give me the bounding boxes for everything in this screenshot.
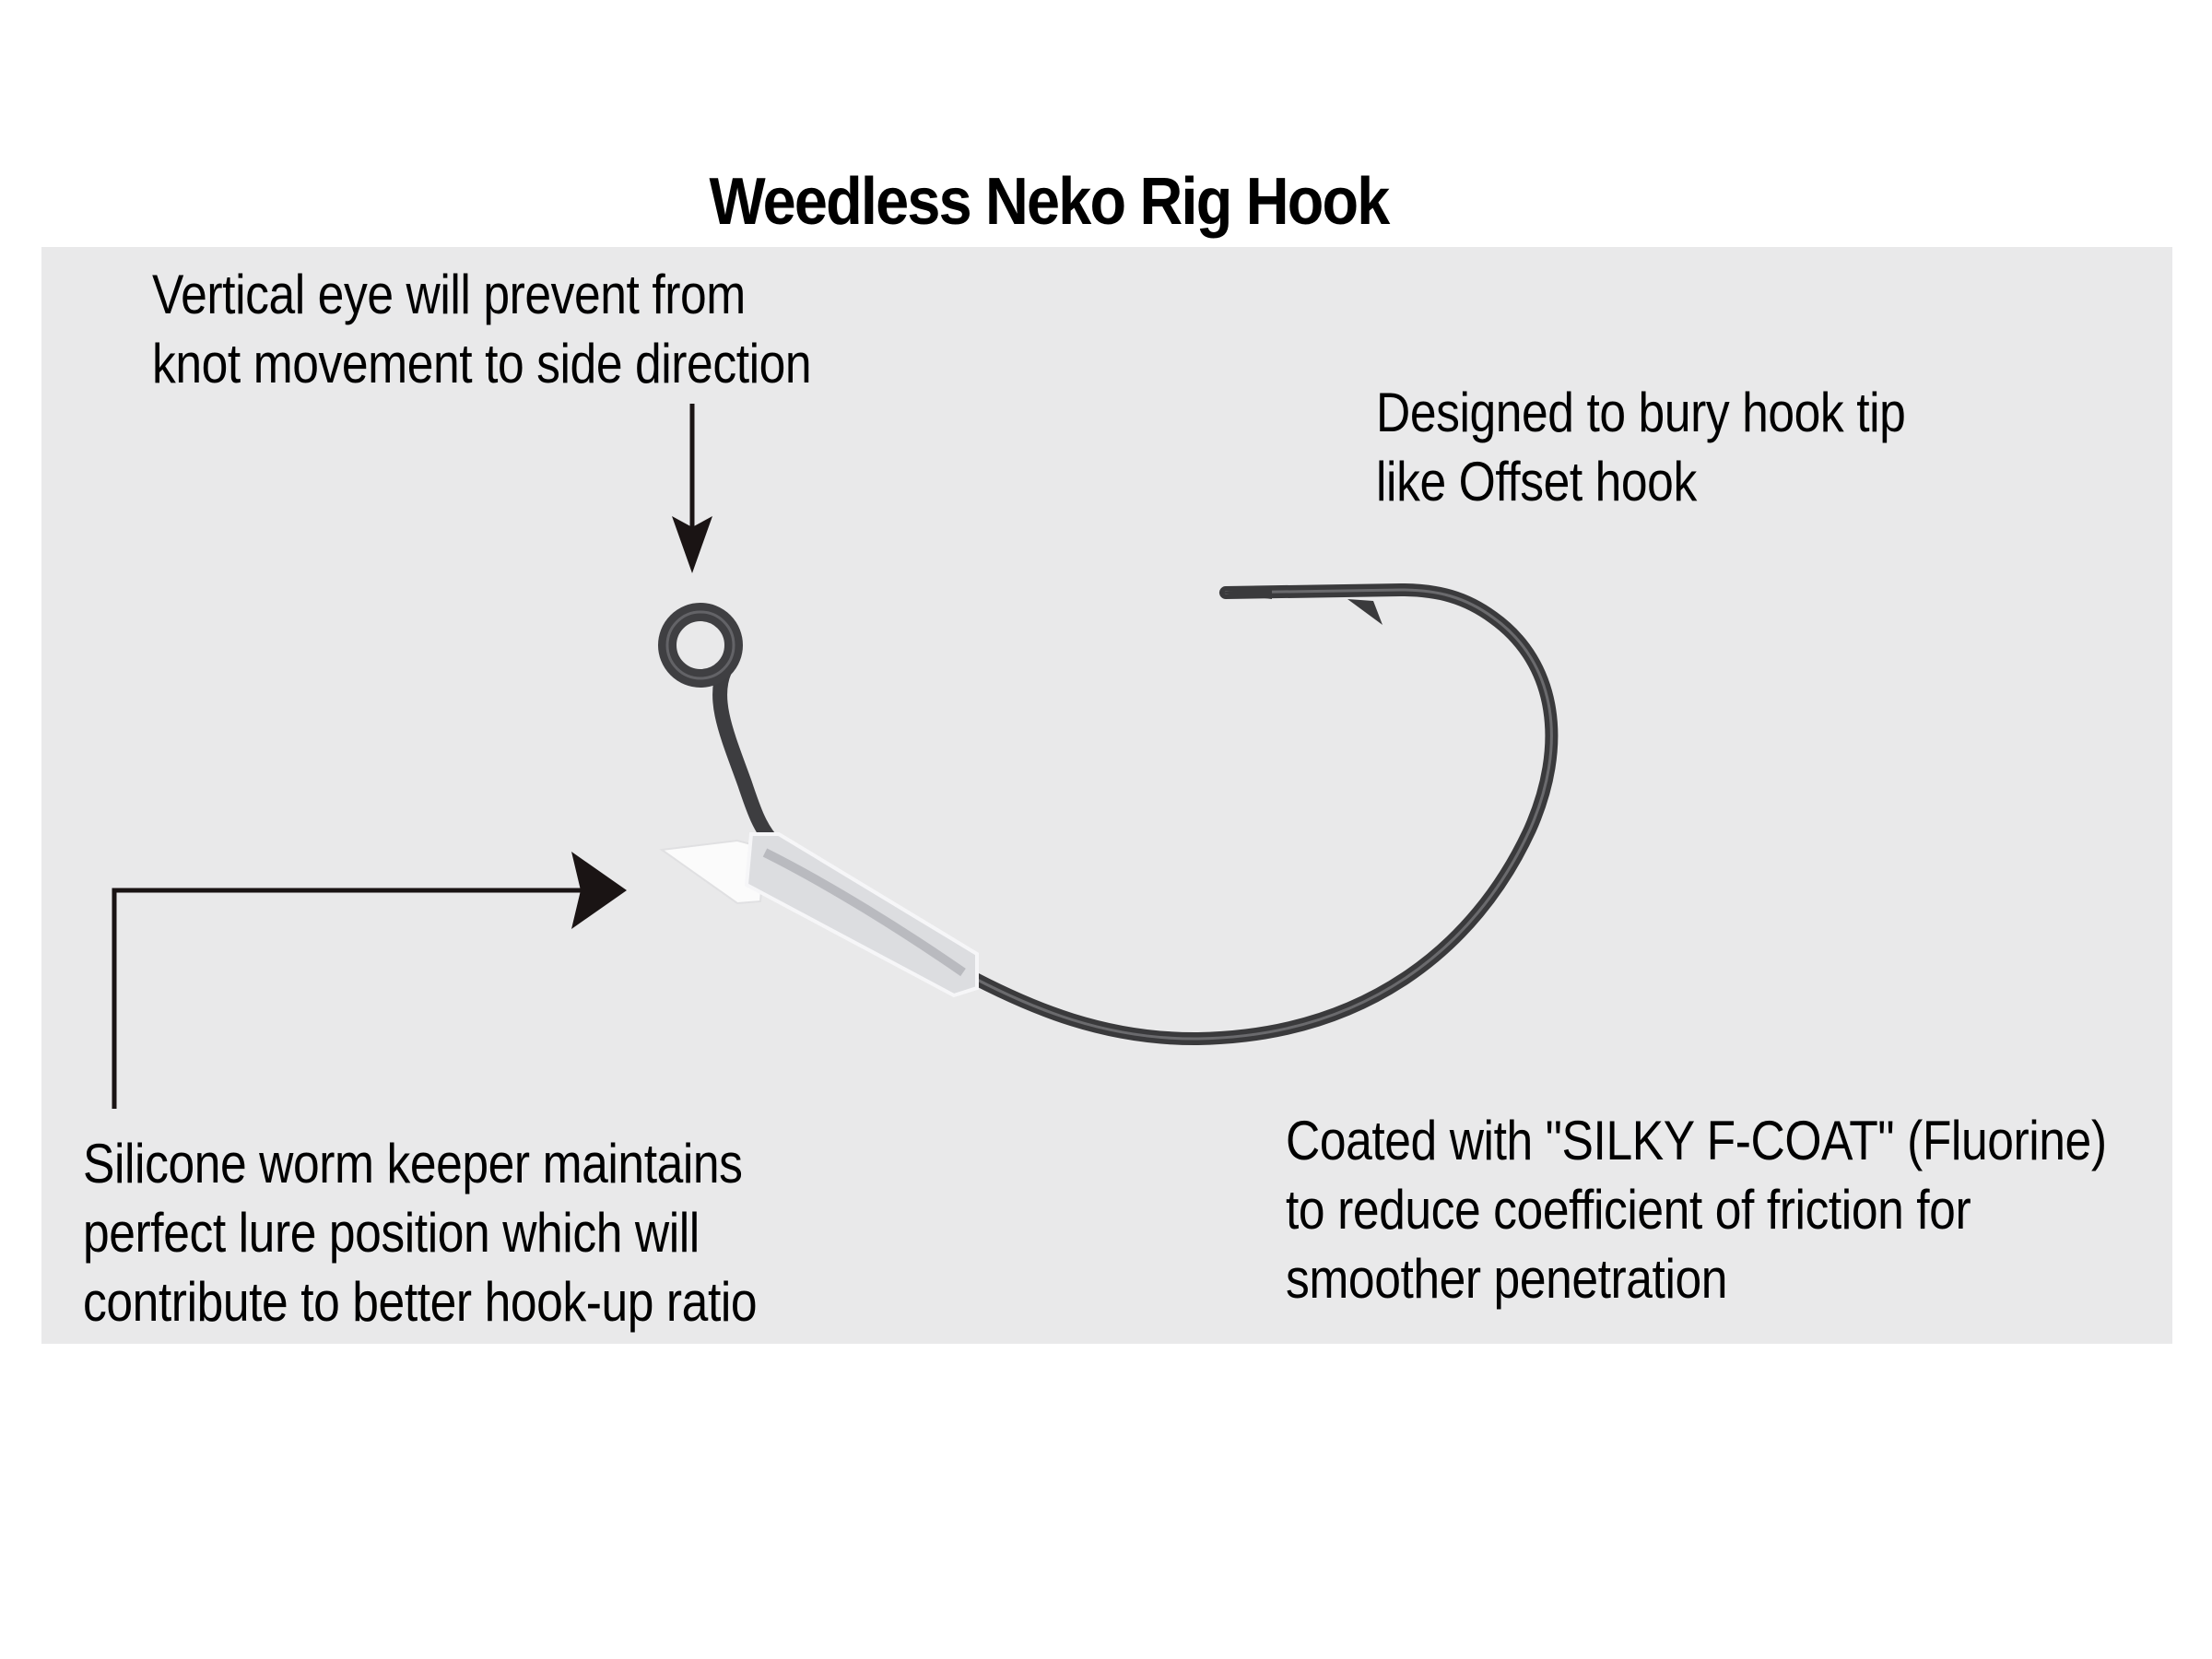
keeper-arrow-icon [112, 852, 627, 1109]
diagram-title: Weedless Neko Rig Hook [709, 165, 1390, 239]
eye-arrow-icon [672, 404, 712, 573]
callout-line: to reduce coefficient of friction for [1286, 1179, 1971, 1241]
callout-line: smoother penetration [1286, 1248, 1728, 1310]
callout-hook-tip: Designed to bury hook tip like Offset ho… [1376, 378, 1906, 516]
callout-vertical-eye: Vertical eye will prevent from knot move… [152, 260, 812, 398]
callout-line: Designed to bury hook tip [1376, 382, 1906, 443]
callout-worm-keeper: Silicone worm keeper maintains perfect l… [83, 1129, 758, 1336]
hook-icon [658, 582, 1559, 1046]
callout-line: Vertical eye will prevent from [152, 264, 746, 325]
callout-line: Silicone worm keeper maintains [83, 1133, 743, 1194]
callout-line: perfect lure position which will [83, 1202, 700, 1264]
callout-line: contribute to better hook-up ratio [83, 1271, 758, 1333]
callout-coating: Coated with "SILKY F-COAT" (Fluorine) to… [1286, 1106, 2107, 1313]
silicone-keeper-icon [659, 832, 979, 998]
callout-line: like Offset hook [1376, 451, 1697, 512]
callout-line: Coated with "SILKY F-COAT" (Fluorine) [1286, 1110, 2107, 1171]
callout-line: knot movement to side direction [152, 333, 812, 394]
illustration-panel [41, 247, 2172, 1344]
